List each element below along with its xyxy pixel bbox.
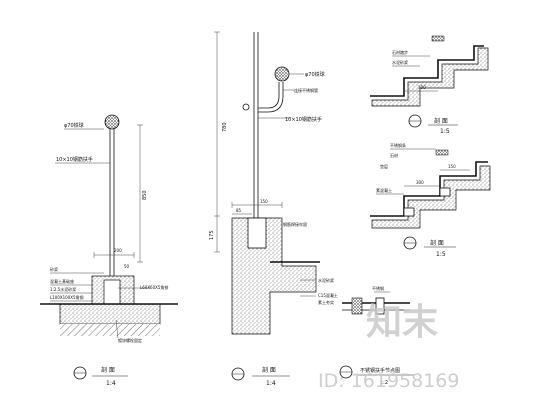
middle-dim-lower: 175	[209, 230, 215, 240]
right-top-step-profile	[370, 45, 484, 97]
watermark-logo: 知末	[366, 302, 438, 343]
left-ball-shape	[104, 114, 120, 130]
right-mid-dim-2: 150	[448, 164, 456, 169]
middle-dim-top-width: 150	[260, 199, 268, 204]
middle-dim-inner: 85	[236, 208, 242, 213]
left-dim-vertical: 850	[142, 190, 148, 200]
middle-note: 钢筋焊接牢固	[283, 221, 307, 227]
middle-bracket-arm	[258, 82, 280, 109]
middle-dim-upper: 780	[222, 122, 228, 132]
right-mid-dim-1: 300	[416, 180, 424, 185]
right-top-section-title: 剖 面	[434, 117, 448, 125]
middle-socket	[247, 217, 267, 249]
middle-label-right-0: 水泥砂浆	[318, 277, 334, 283]
right-bottom-node-detail: 不锈钢 不锈钢扶手节点图 1:2	[339, 285, 414, 386]
left-dim-base-right: 50	[124, 264, 130, 269]
middle-section-scale: 1:4	[266, 380, 276, 387]
middle-section-title: 剖 面	[262, 366, 276, 374]
middle-rail-label: 10×10钢筋扶手	[285, 116, 322, 123]
right-top-section-scale: 1:5	[440, 128, 450, 135]
right-mid-label-2: 石材	[390, 152, 398, 158]
right-bottom-label-1: 不锈钢	[372, 285, 384, 291]
right-bottom-scale: 1:2	[380, 380, 388, 386]
left-bottom-label: 镀锌螺栓固定	[118, 337, 142, 343]
middle-ball-shape	[274, 66, 290, 82]
middle-railing-detail: φ70铁球 连接不锈钢管 10×10钢筋扶手 780 175 150 85 钢筋…	[209, 31, 338, 387]
middle-label-right-2: 素土夯实	[318, 299, 334, 305]
left-railing-detail: φ70铁球 10×10钢筋扶手 850 200 50 砂浆 混凝土基础座 1:2…	[40, 114, 178, 387]
right-bottom-clamp	[351, 297, 363, 315]
left-ball-label: φ70铁球	[64, 122, 84, 129]
right-mid-label-4: 素混凝土	[376, 187, 392, 193]
right-bottom-caption: 不锈钢扶手节点图	[360, 367, 400, 374]
middle-bracket-ring	[242, 103, 250, 111]
right-mid-label-3: 垫层	[380, 163, 388, 169]
right-mid-stair-detail: 不锈钢条 石材 垫层 素混凝土 300 150 剖 面 1:5	[370, 142, 491, 258]
right-top-label-1: 石材踏步	[392, 49, 408, 55]
left-slab	[59, 303, 161, 325]
left-plate-label: L60X60X5角铁	[140, 284, 168, 290]
right-top-label-2: 水泥砂浆	[392, 59, 408, 65]
middle-label-right-1: C15混凝土	[318, 292, 338, 298]
left-section-title: 剖 面	[101, 366, 115, 374]
middle-ball-label: φ70铁球	[305, 71, 325, 78]
left-rail-label: 10×10钢筋扶手	[56, 156, 93, 163]
right-mid-section-scale: 1:5	[436, 251, 446, 258]
left-callout-2: 1:2.5水泥砂浆	[50, 286, 76, 292]
right-mid-label-1: 不锈钢条	[390, 142, 406, 148]
middle-wall	[231, 217, 317, 335]
left-section-scale: 1:4	[106, 380, 116, 387]
watermark: 知末 ID: 161958169	[318, 302, 459, 392]
left-callout-3: L100X100X5角钢	[50, 294, 84, 300]
left-callout-1: 混凝土基础座	[50, 278, 74, 284]
middle-arm-label: 连接不锈钢管	[294, 87, 318, 93]
left-callout-0: 砂浆	[50, 266, 58, 272]
right-mid-section-title: 剖 面	[430, 239, 444, 247]
right-top-dim: 300	[418, 85, 426, 90]
left-dim-base: 200	[114, 248, 122, 253]
right-top-stair-detail: 石材踏步 水泥砂浆 300 剖 面 1:5	[370, 35, 489, 135]
watermark-id: ID: 161958169	[318, 370, 459, 392]
